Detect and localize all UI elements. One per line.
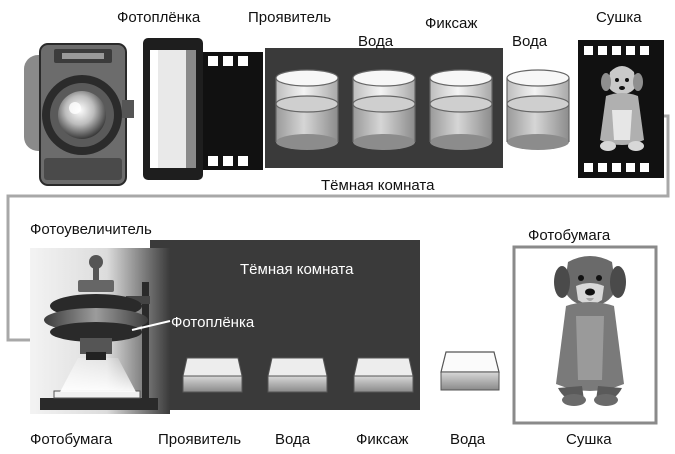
beaker-icon-fixer xyxy=(429,69,493,150)
label-darkroom-top: Тёмная комната xyxy=(321,177,435,194)
developing-tray-icon-water-1 xyxy=(267,357,328,393)
label-water-top-2: Вода xyxy=(512,33,548,50)
enlarger-icon xyxy=(40,255,158,410)
beaker-icon-water-2 xyxy=(506,69,570,150)
label-photopaper-right: Фотобумага xyxy=(528,227,611,244)
label-water-bottom-2: Вода xyxy=(450,431,486,448)
beaker-icon-developer xyxy=(275,69,339,150)
dog-icon xyxy=(554,256,626,406)
developing-tray-icon-fixer xyxy=(353,357,414,393)
label-darkroom-bottom: Тёмная комната xyxy=(240,261,354,278)
process-connector xyxy=(6,114,670,342)
label-drying-bottom: Сушка xyxy=(566,431,612,448)
camera-icon xyxy=(24,43,134,186)
label-water-bottom-1: Вода xyxy=(275,431,311,448)
label-developer-top: Проявитель xyxy=(248,9,331,26)
label-water-top-1: Вода xyxy=(358,33,394,50)
film-pointer-line xyxy=(131,320,171,331)
film-strip-icon xyxy=(578,40,664,178)
label-film-top: Фотоплёнка xyxy=(117,9,201,26)
label-fixer-bottom: Фиксаж xyxy=(356,431,408,448)
developing-tray-icon-water-2 xyxy=(440,351,500,391)
label-photopaper-bottom: Фотобумага xyxy=(30,431,113,448)
beaker-icon-water-1 xyxy=(352,69,416,150)
developing-tray-icon-developer xyxy=(182,357,243,393)
label-fixer-top: Фиксаж xyxy=(425,15,477,32)
label-developer-bottom: Проявитель xyxy=(158,431,241,448)
film-cassette-icon xyxy=(143,38,263,180)
label-enlarger: Фотоувеличитель xyxy=(30,221,152,238)
photo-paper-icon xyxy=(512,245,658,425)
dog-icon-negative xyxy=(600,66,644,151)
label-drying-top: Сушка xyxy=(596,9,642,26)
label-film-in-enlarger: Фотоплёнка xyxy=(171,314,255,331)
